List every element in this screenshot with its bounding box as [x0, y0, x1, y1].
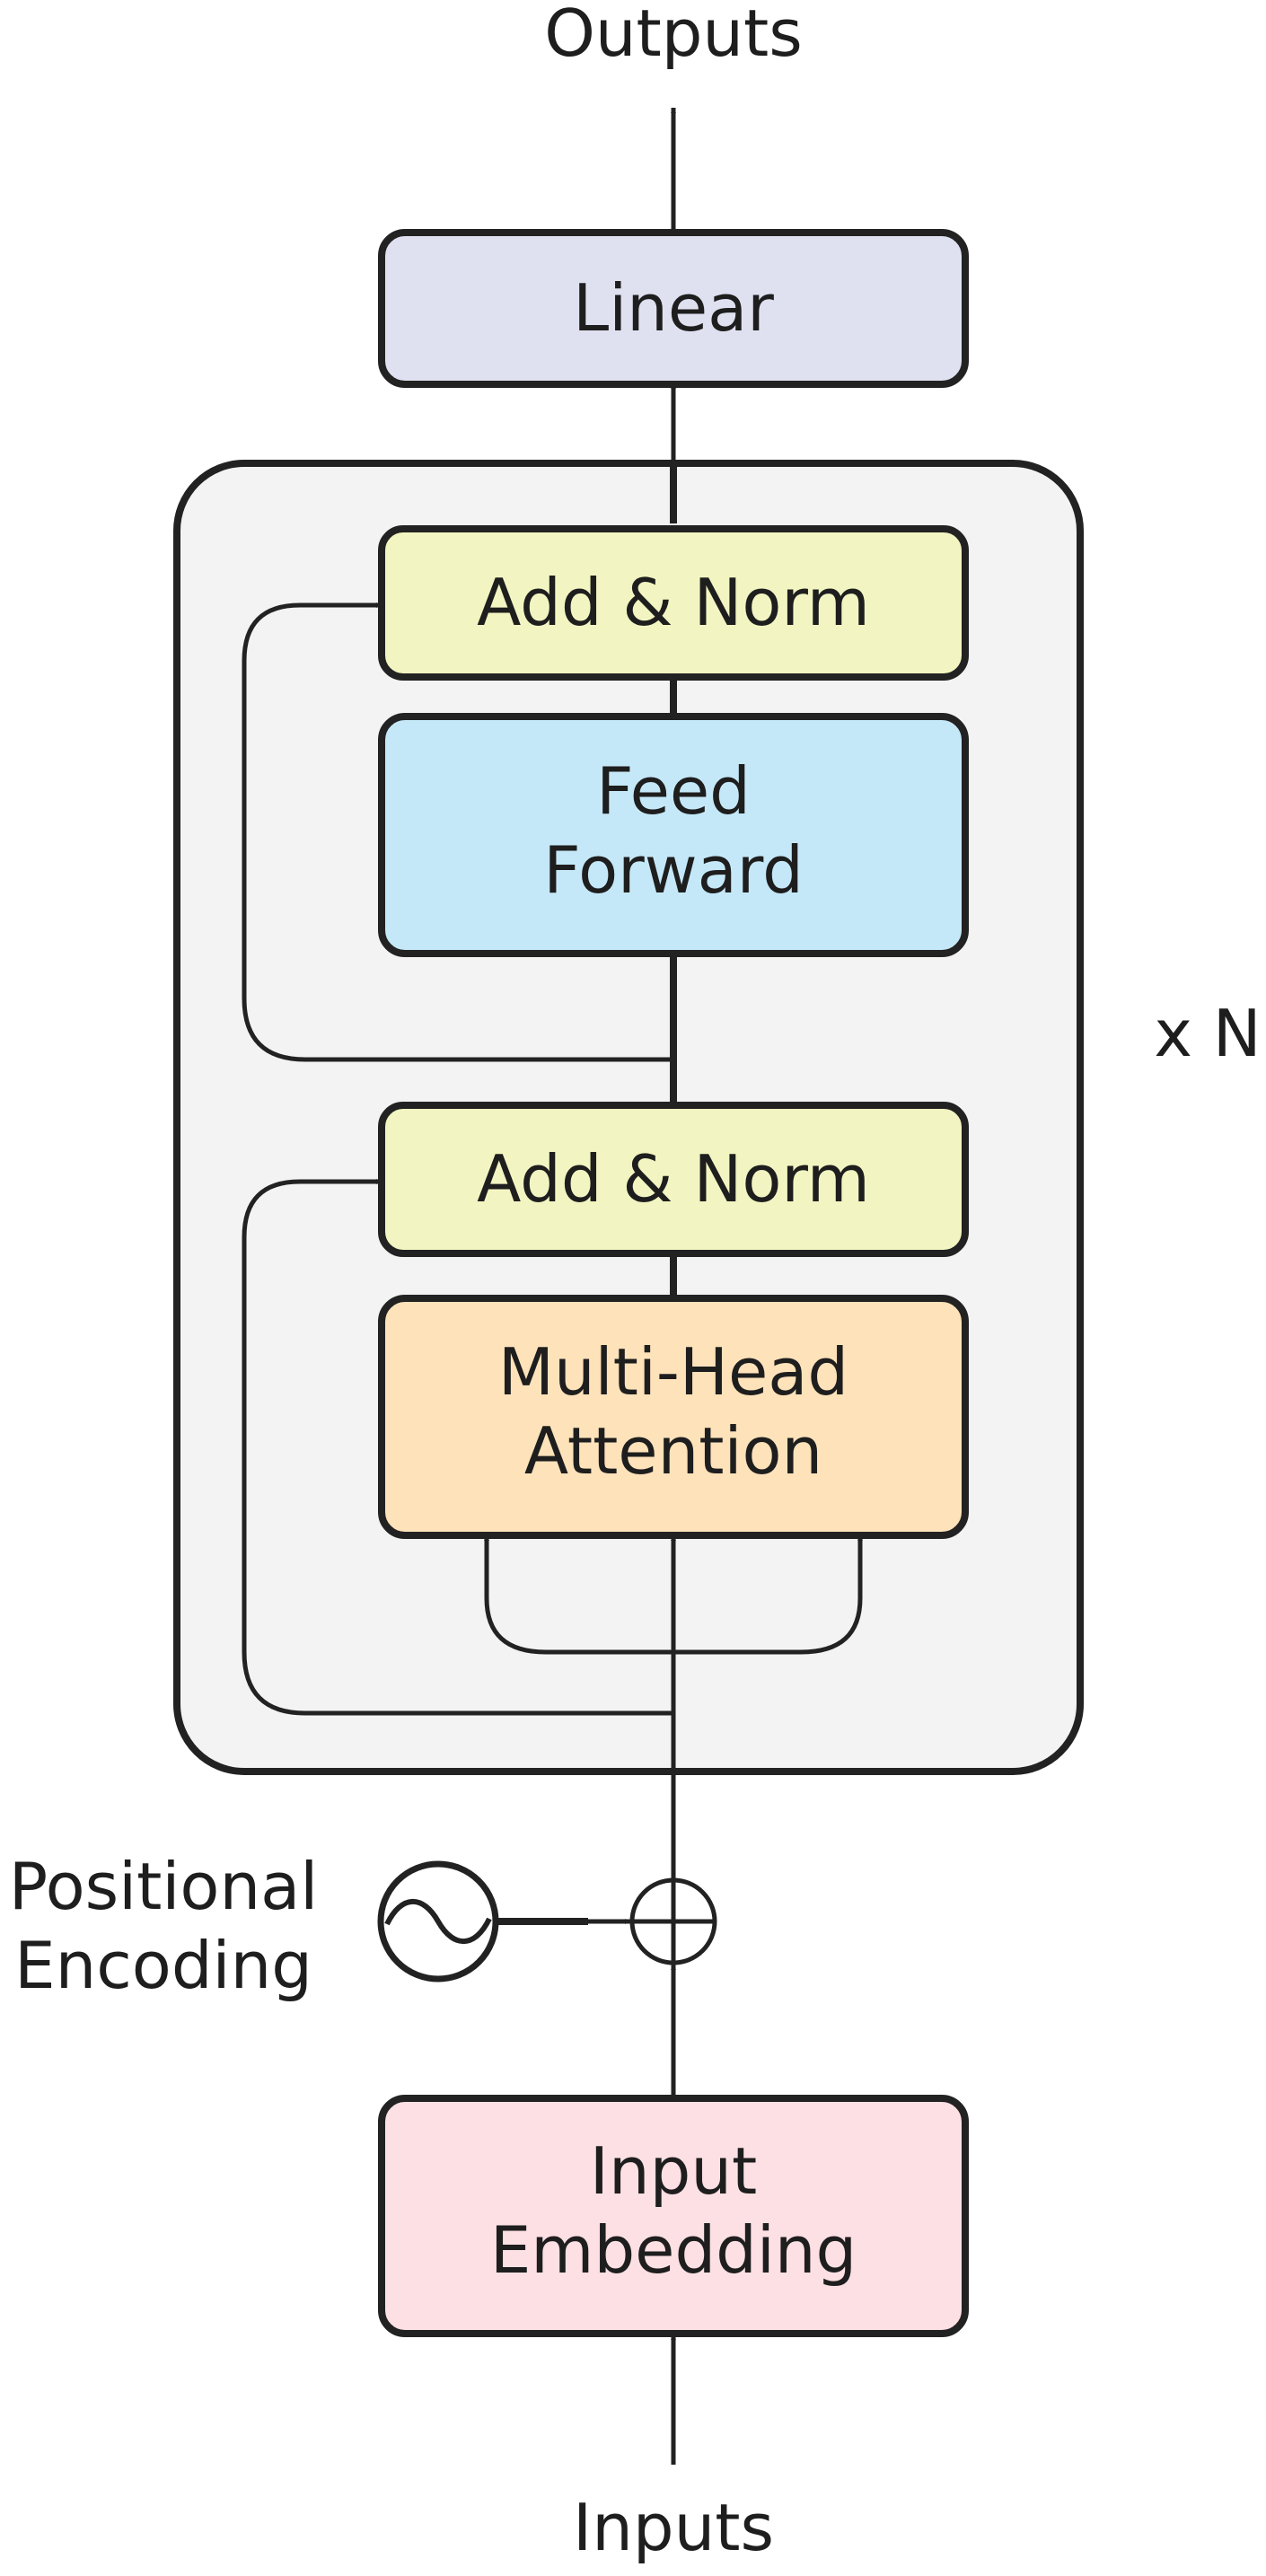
- stack-repeat-label: x N: [1154, 996, 1261, 1071]
- feed-forward-label-line1: Feed: [596, 753, 751, 829]
- input-embedding-label-line1: Input: [590, 2133, 757, 2209]
- outputs-label: Outputs: [544, 0, 803, 71]
- add-operator-icon: [629, 1877, 717, 1965]
- add-norm-top-label: Add & Norm: [477, 565, 870, 640]
- sine-wave-icon: [377, 1860, 499, 1983]
- multi-head-attention-label-line1: Multi-Head: [498, 1334, 848, 1410]
- arrow-residual-top: [242, 602, 673, 1062]
- linear-block: Linear: [378, 229, 969, 388]
- feed-forward-block: Feed Forward: [378, 713, 969, 957]
- arrows: [242, 108, 863, 2465]
- feed-forward-label-line2: Forward: [543, 832, 804, 908]
- multi-head-attention-block: Multi-Head Attention: [378, 1295, 969, 1539]
- arrow-attention-query: [484, 1535, 673, 1655]
- add-norm-block-top: Add & Norm: [378, 525, 969, 681]
- input-embedding-label-line2: Embedding: [490, 2212, 857, 2288]
- multi-head-attention-label-line2: Attention: [524, 1413, 822, 1489]
- linear-label: Linear: [573, 270, 774, 346]
- positional-encoding-label-line2: Encoding: [14, 1928, 312, 2003]
- add-norm-bottom-label: Add & Norm: [477, 1141, 870, 1217]
- input-embedding-block: Input Embedding: [378, 2095, 969, 2337]
- positional-encoding-label-line1: Positional: [9, 1849, 318, 1924]
- inputs-label: Inputs: [573, 2490, 774, 2565]
- add-norm-block-bottom: Add & Norm: [378, 1102, 969, 1257]
- arrow-residual-bottom: [242, 1179, 673, 1716]
- arrow-attention-value: [673, 1535, 863, 1655]
